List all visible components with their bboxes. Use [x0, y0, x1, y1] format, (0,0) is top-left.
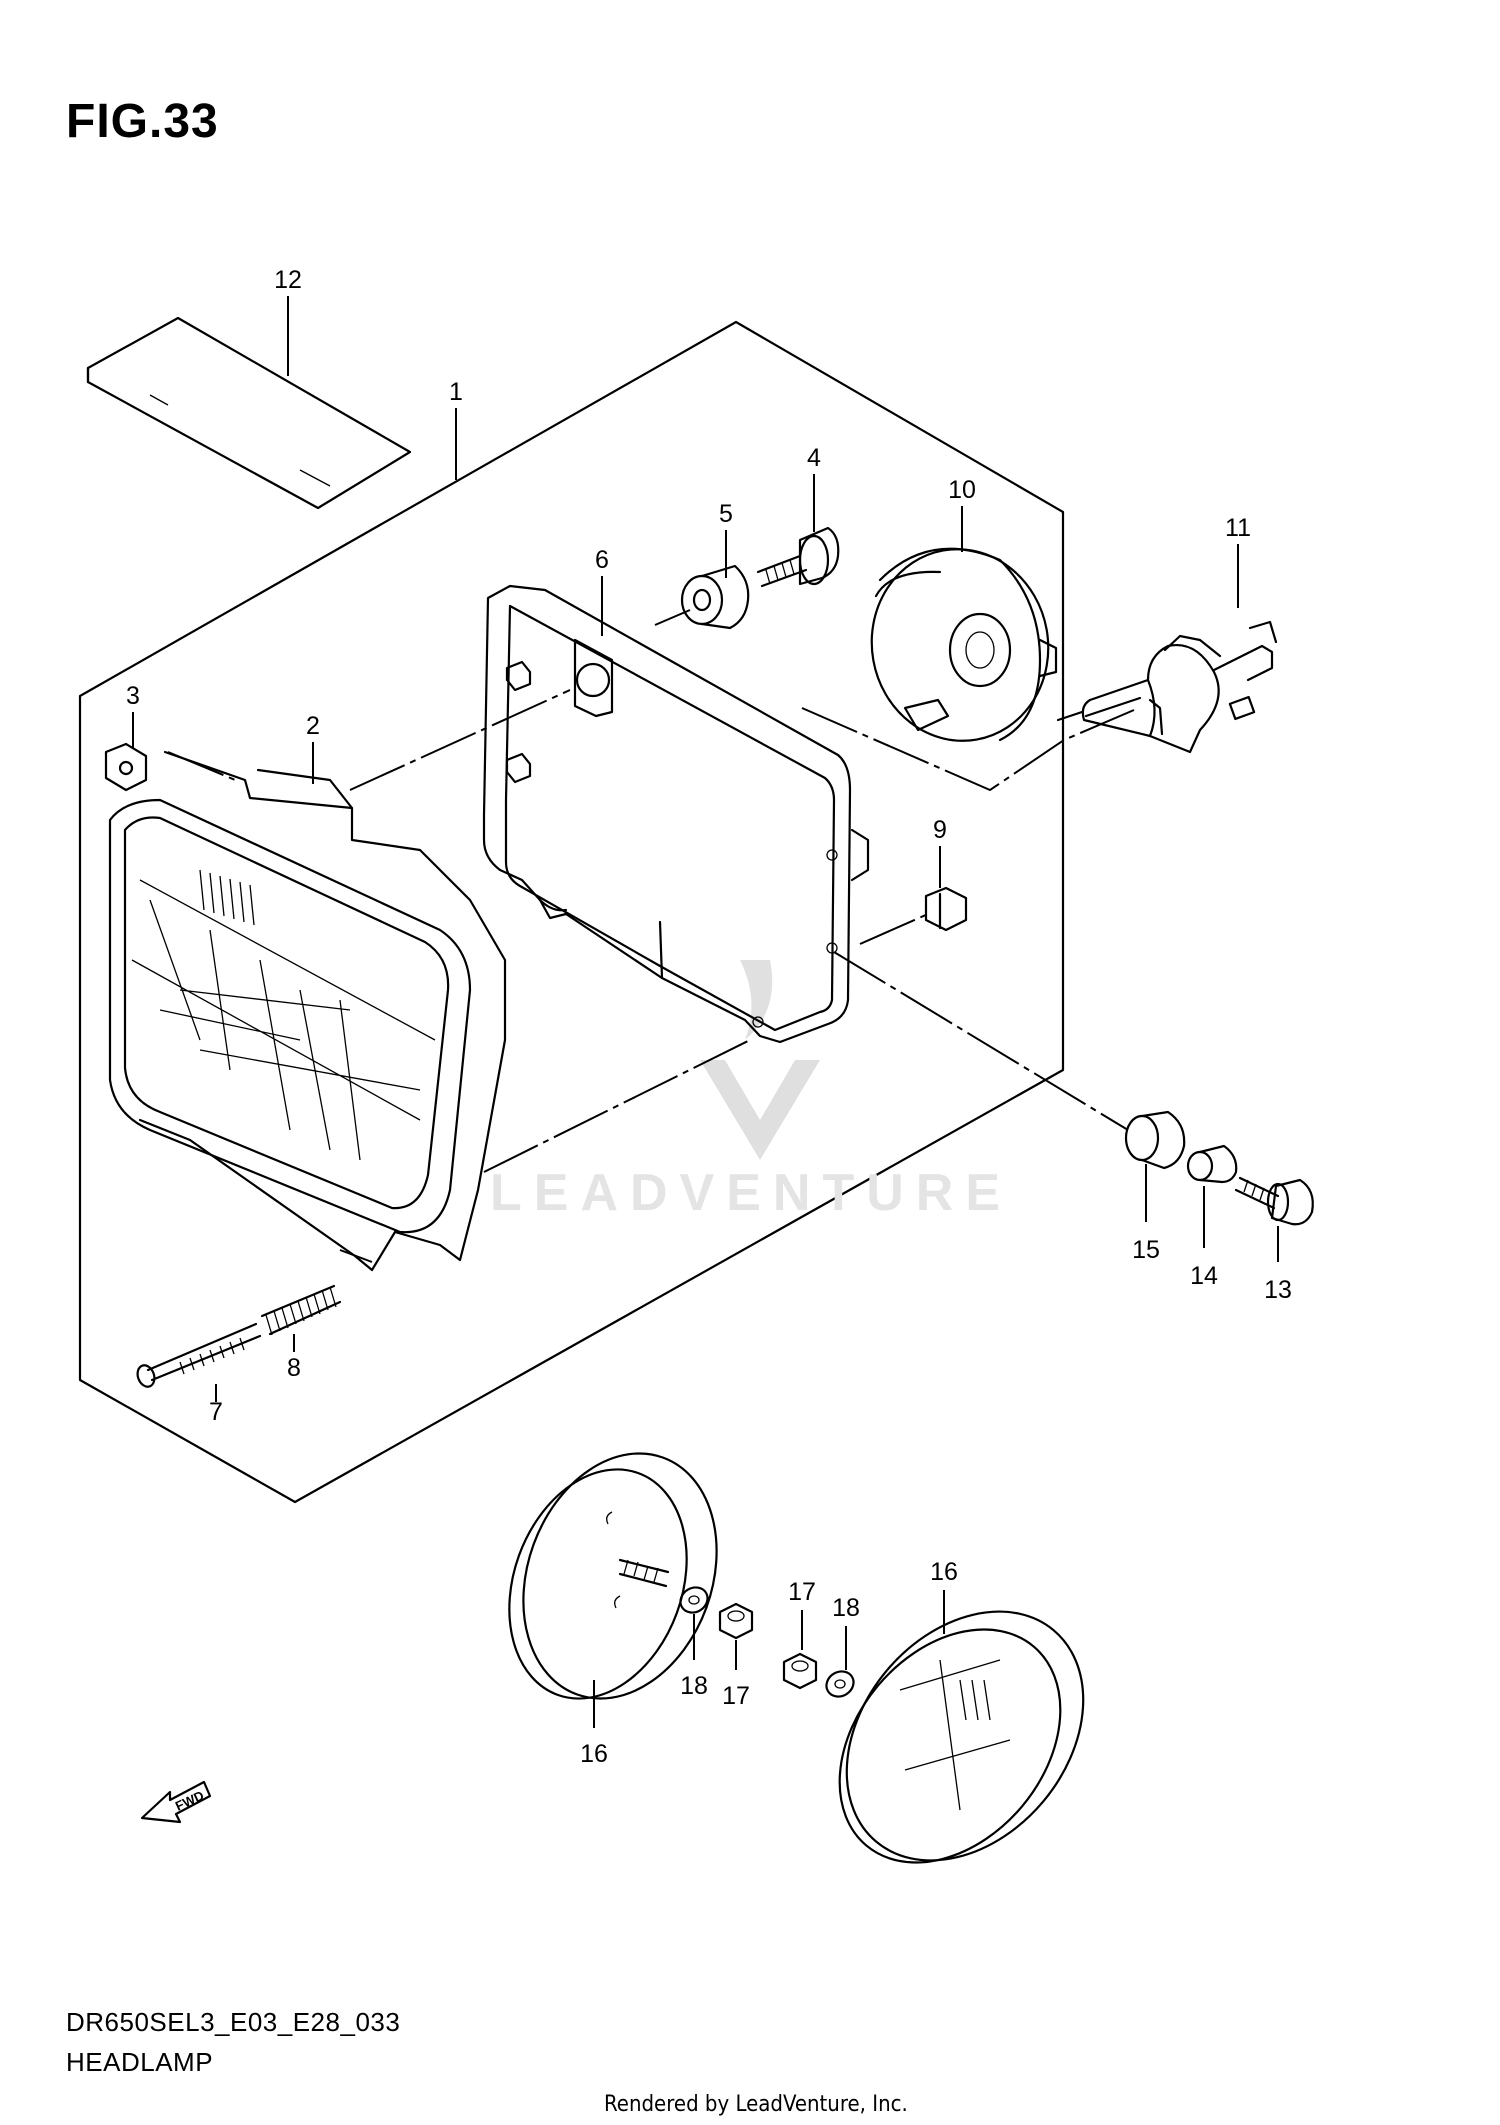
bolt-4: [756, 526, 840, 588]
spring-8: [260, 1284, 342, 1336]
headlamp-rim-6: [482, 584, 870, 1044]
figure-title: FIG.33: [66, 95, 219, 148]
assembly-outline: [78, 320, 1065, 1504]
callout-15: 15: [1132, 1236, 1160, 1264]
leader-lines: [132, 296, 1279, 1728]
washer-18-a: [679, 1586, 709, 1614]
socket-cover-10: [870, 547, 1058, 742]
callout-18-left: 18: [680, 1672, 708, 1700]
callouts: 12 1 3 2 4 5 6 10 11 9 7 8 15 14 13 16 1…: [126, 266, 1292, 1768]
callout-13: 13: [1264, 1276, 1292, 1304]
watermark-logo: [700, 960, 820, 1160]
clip-nut-9: [924, 886, 968, 932]
callout-16-left: 16: [580, 1740, 608, 1768]
figure-caption: HEADLAMP: [66, 2047, 214, 2077]
fwd-label: FWD: [173, 1788, 206, 1814]
callout-18-right: 18: [832, 1594, 860, 1622]
guard-plate-16-right: [838, 1610, 1085, 1864]
callout-16-right: 16: [930, 1558, 958, 1586]
callout-2: 2: [306, 712, 320, 740]
callout-7: 7: [209, 1398, 223, 1426]
model-code: DR650SEL3_E03_E28_033: [66, 2007, 401, 2037]
callout-6: 6: [595, 546, 609, 574]
callout-17-right: 17: [788, 1578, 816, 1606]
alignment-lines: [167, 609, 1135, 1263]
washer-18-b: [825, 1670, 855, 1698]
bolt-13: [1234, 1176, 1314, 1226]
nut-17-a: [718, 1602, 754, 1640]
callout-17-left: 17: [722, 1682, 750, 1710]
nut-3: [104, 742, 148, 792]
footer-credit: Rendered by LeadVenture, Inc.: [604, 2092, 908, 2117]
adjuster-screw-7: [136, 1322, 262, 1388]
nut-17-b: [782, 1652, 818, 1690]
callout-12: 12: [274, 266, 302, 294]
callout-14: 14: [1190, 1262, 1218, 1290]
pad-12: [86, 316, 412, 510]
callout-1: 1: [449, 378, 463, 406]
fwd-arrow-icon: FWD: [140, 1780, 212, 1824]
grommet-15: [1124, 1110, 1186, 1170]
callout-11: 11: [1225, 514, 1251, 542]
collar-14: [1186, 1144, 1238, 1184]
callout-10: 10: [948, 476, 976, 504]
callout-3: 3: [126, 682, 140, 710]
callout-9: 9: [933, 816, 947, 844]
callout-5: 5: [719, 500, 733, 528]
bulb-11: [1056, 620, 1278, 754]
grommet-5: [680, 564, 750, 630]
callout-4: 4: [807, 444, 821, 472]
guard-plate-16-left: [508, 1452, 718, 1700]
callout-8: 8: [287, 1354, 301, 1382]
watermark-text: LEADVENTURE: [490, 1164, 1013, 1222]
headlamp-unit-2: [108, 750, 507, 1272]
